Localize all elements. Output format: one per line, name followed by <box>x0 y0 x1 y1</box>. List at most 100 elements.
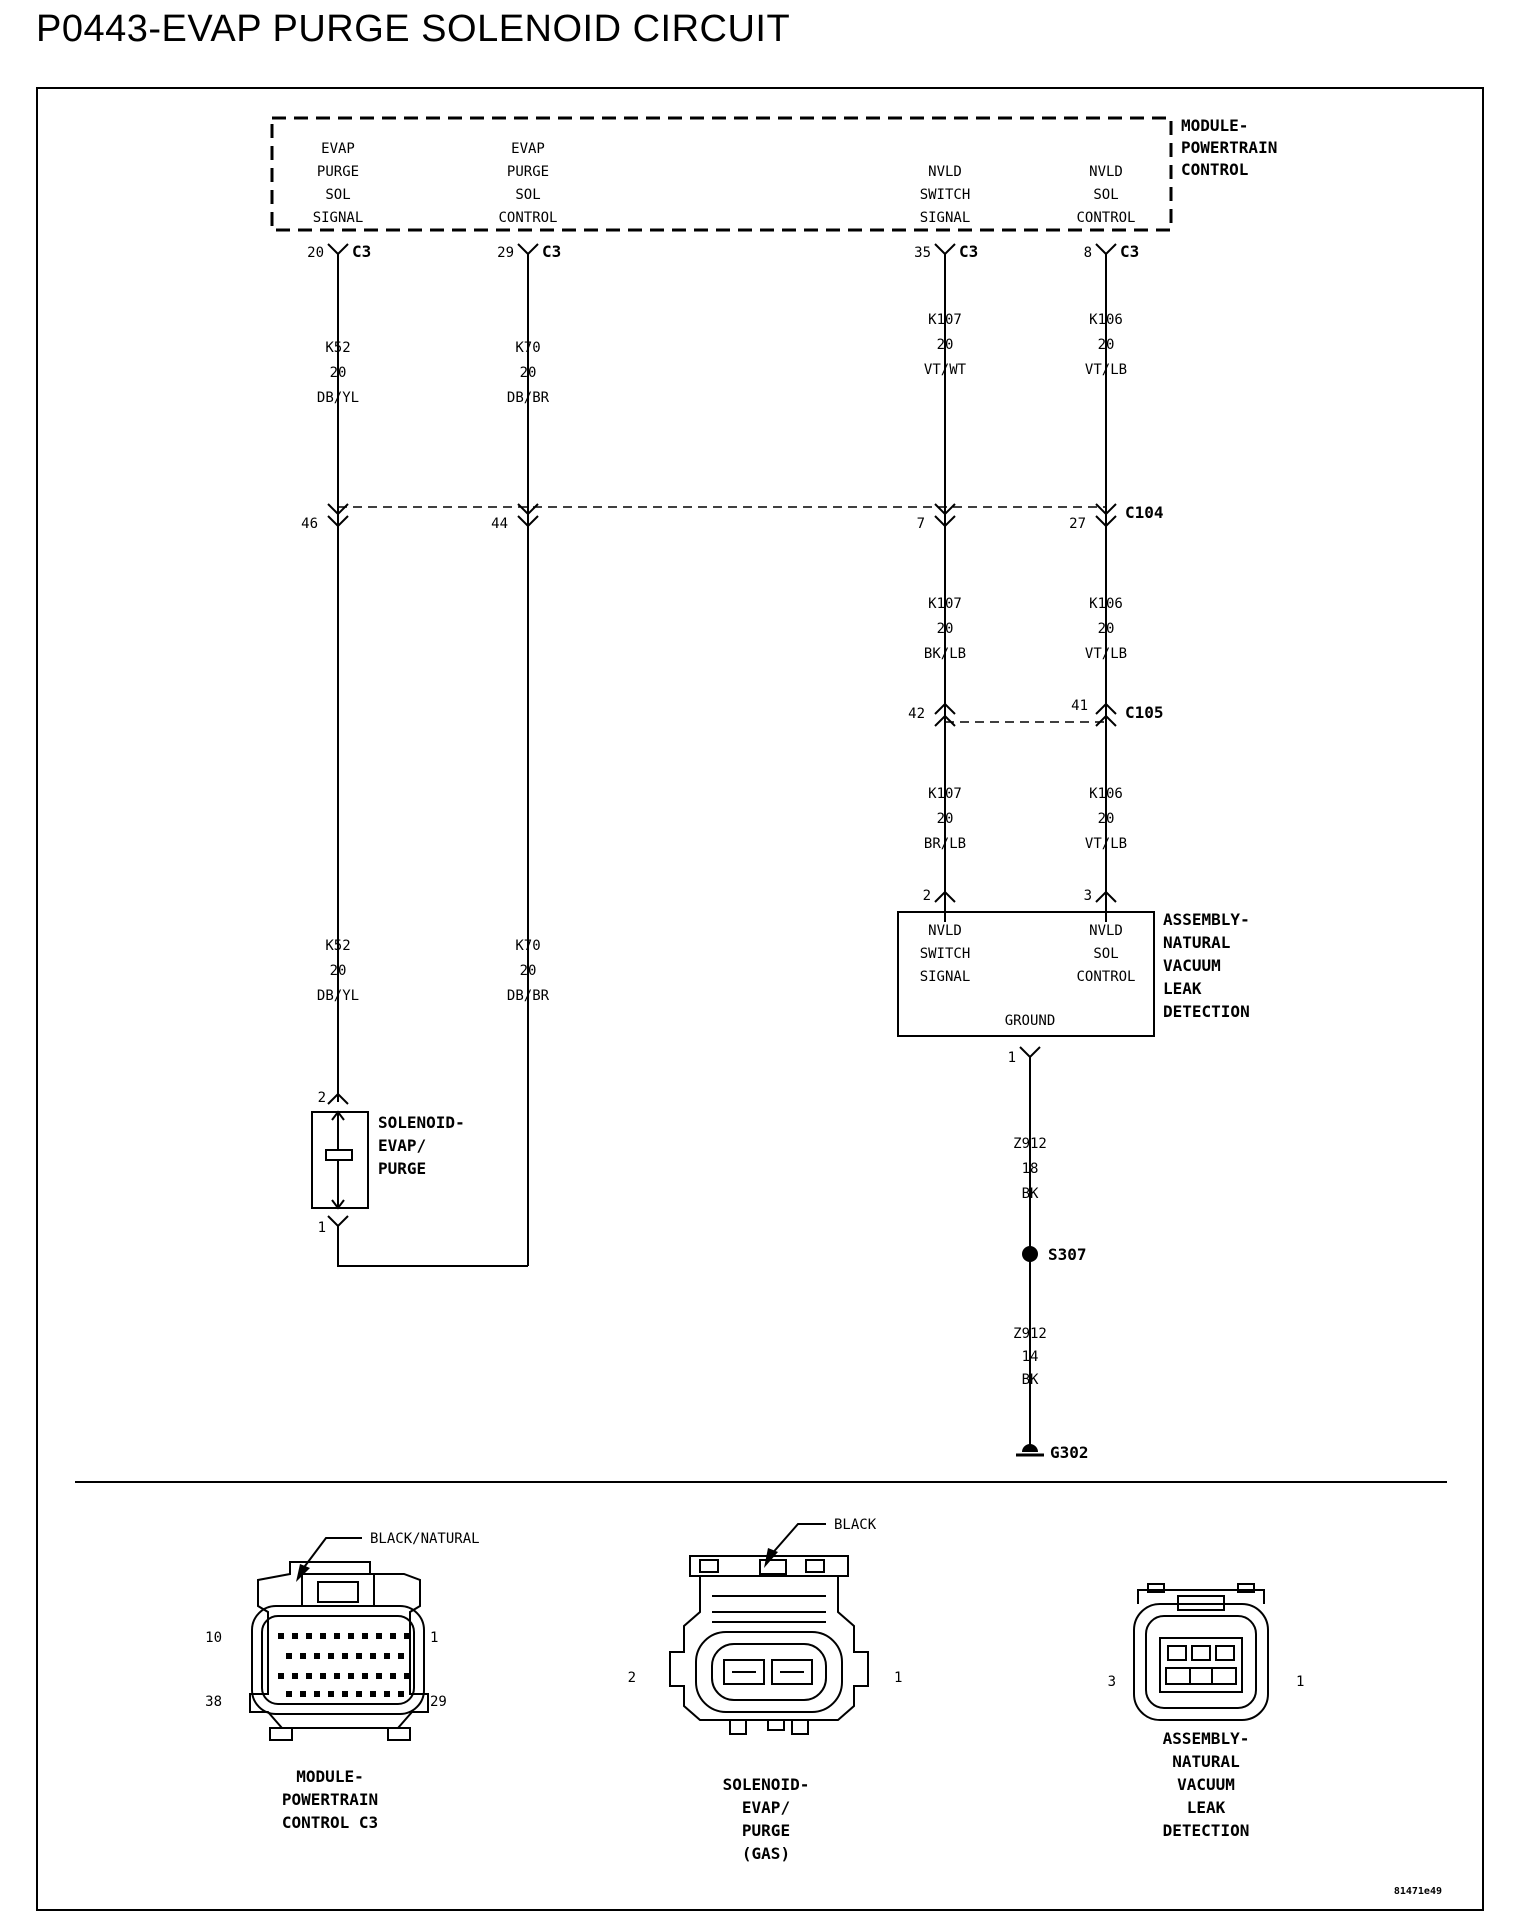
svg-text:SIGNAL: SIGNAL <box>920 210 971 226</box>
pcm-connector-cavity <box>362 1673 368 1679</box>
svg-text:20: 20 <box>520 963 537 979</box>
pcm-connector-cavity <box>334 1633 340 1639</box>
pcm-connector-cavity <box>286 1691 292 1697</box>
svg-text:NVLD: NVLD <box>928 164 962 180</box>
svg-text:CONTROL: CONTROL <box>1076 210 1135 226</box>
wire-label-z912-lower: Z912 14 BK <box>1013 1326 1047 1388</box>
pcm-connector-color-callout: BLACK/NATURAL <box>296 1531 480 1582</box>
svg-text:K107: K107 <box>928 786 962 802</box>
svg-text:K70: K70 <box>515 340 540 356</box>
svg-text:SOL: SOL <box>1093 187 1118 203</box>
pcm-connector-cavity <box>328 1653 334 1659</box>
svg-text:NATURAL: NATURAL <box>1163 933 1230 952</box>
svg-text:BK: BK <box>1022 1372 1039 1388</box>
pcm-connector-cavity <box>286 1653 292 1659</box>
pcm-connector-cavity <box>404 1633 410 1639</box>
solenoid-box <box>311 1111 369 1209</box>
svg-text:VT/WT: VT/WT <box>924 362 967 378</box>
wire-label-k52-lower: K52 20 DB/YL <box>317 938 359 1004</box>
svg-text:SWITCH: SWITCH <box>920 187 971 203</box>
svg-text:DB/YL: DB/YL <box>317 988 359 1004</box>
pcm-connector-cavity <box>342 1691 348 1697</box>
svg-text:EVAP/: EVAP/ <box>378 1136 426 1155</box>
nvld-connector-pin-3: 3 <box>1108 1674 1116 1690</box>
diagram-frame <box>36 87 1484 1911</box>
pcm-pin-evap-purge-sol-signal-label: EVAP PURGE SOL SIGNAL <box>313 141 364 226</box>
svg-text:C3: C3 <box>352 242 371 261</box>
pcm-connector-cavity <box>398 1691 404 1697</box>
svg-text:20: 20 <box>330 365 347 381</box>
svg-text:20: 20 <box>937 337 954 353</box>
svg-text:ASSEMBLY-: ASSEMBLY- <box>1163 1729 1250 1748</box>
pcm-connector-cavity <box>348 1633 354 1639</box>
wire-label-k106-upper: K106 20 VT/LB <box>1085 312 1127 378</box>
nvld-connector-pin-1: 1 <box>1296 1674 1304 1690</box>
svg-text:20: 20 <box>1098 811 1115 827</box>
svg-text:K106: K106 <box>1089 786 1123 802</box>
svg-text:PURGE: PURGE <box>742 1821 790 1840</box>
svg-text:20: 20 <box>937 811 954 827</box>
pcm-connector-pin-29: 29 <box>430 1694 447 1710</box>
pcm-connector-cavity <box>292 1673 298 1679</box>
pcm-connector-cavity <box>376 1673 382 1679</box>
c105-pin-41: 41 <box>1071 698 1117 727</box>
svg-text:LEAK: LEAK <box>1163 979 1202 998</box>
svg-text:8: 8 <box>1084 245 1092 261</box>
nvld-left-pin-label: NVLD SWITCH SIGNAL <box>920 923 971 985</box>
svg-text:20: 20 <box>1098 621 1115 637</box>
page-title: P0443-EVAP PURGE SOLENOID CIRCUIT <box>36 8 791 50</box>
svg-text:K107: K107 <box>928 596 962 612</box>
svg-text:18: 18 <box>1022 1161 1039 1177</box>
nvld-pin-3: 3 <box>1084 888 1117 904</box>
svg-text:SOL: SOL <box>325 187 350 203</box>
svg-text:SOL: SOL <box>515 187 540 203</box>
svg-text:POWERTRAIN: POWERTRAIN <box>1181 138 1277 157</box>
svg-text:DB/BR: DB/BR <box>507 390 550 406</box>
svg-text:DETECTION: DETECTION <box>1163 1821 1250 1840</box>
svg-text:NVLD: NVLD <box>928 923 962 939</box>
svg-text:Z912: Z912 <box>1013 1326 1047 1342</box>
pcm-connector-cavity <box>320 1633 326 1639</box>
svg-text:CONTROL: CONTROL <box>1076 969 1135 985</box>
solenoid-name: SOLENOID- EVAP/ PURGE <box>378 1113 465 1178</box>
svg-text:EVAP/: EVAP/ <box>742 1798 790 1817</box>
svg-text:35: 35 <box>914 245 931 261</box>
svg-text:14: 14 <box>1022 1349 1039 1365</box>
pcm-connector-cavity <box>314 1691 320 1697</box>
svg-text:46: 46 <box>301 516 318 532</box>
pcm-pin-nvld-switch-signal-label: NVLD SWITCH SIGNAL <box>920 164 971 226</box>
splice-label: S307 <box>1048 1245 1087 1264</box>
c104-pin-7: 7 <box>917 503 956 532</box>
solenoid-connector-view <box>669 1555 869 1735</box>
pcm-pin-evap-purge-sol-control-label: EVAP PURGE SOL CONTROL <box>498 141 557 226</box>
pcm-connector-cavity <box>356 1691 362 1697</box>
svg-text:27: 27 <box>1069 516 1086 532</box>
pcm-connector-cavity <box>278 1673 284 1679</box>
splice-dot <box>1022 1246 1038 1262</box>
svg-text:BLACK/NATURAL: BLACK/NATURAL <box>370 1531 480 1547</box>
pcm-connector-cavity <box>384 1653 390 1659</box>
svg-text:LEAK: LEAK <box>1187 1798 1226 1817</box>
svg-text:C3: C3 <box>542 242 561 261</box>
pcm-connector-cavity <box>384 1691 390 1697</box>
pcm-connector-pin-1: 1 <box>430 1630 438 1646</box>
svg-text:C3: C3 <box>959 242 978 261</box>
svg-text:42: 42 <box>908 706 925 722</box>
pcm-connector-cavity <box>342 1653 348 1659</box>
pcm-connector-pin-10: 10 <box>205 1630 222 1646</box>
svg-text:NVLD: NVLD <box>1089 923 1123 939</box>
pcm-connector-cavity <box>328 1691 334 1697</box>
pcm-connector-name: MODULE- POWERTRAIN CONTROL C3 <box>282 1767 378 1832</box>
pcm-connector-cavity <box>306 1673 312 1679</box>
svg-text:Z912: Z912 <box>1013 1136 1047 1152</box>
svg-text:3: 3 <box>1084 888 1092 904</box>
wire-label-k106-mid: K106 20 VT/LB <box>1085 596 1127 662</box>
svg-text:NATURAL: NATURAL <box>1172 1752 1239 1771</box>
ground-label: G302 <box>1050 1443 1089 1462</box>
wire-label-k52-upper: K52 20 DB/YL <box>317 340 359 406</box>
wire-label-k107-mid: K107 20 BK/LB <box>924 596 966 662</box>
pcm-connector-cavity <box>370 1691 376 1697</box>
pcm-connector-pin-38: 38 <box>205 1694 222 1710</box>
svg-text:VT/LB: VT/LB <box>1085 362 1127 378</box>
svg-text:K106: K106 <box>1089 312 1123 328</box>
